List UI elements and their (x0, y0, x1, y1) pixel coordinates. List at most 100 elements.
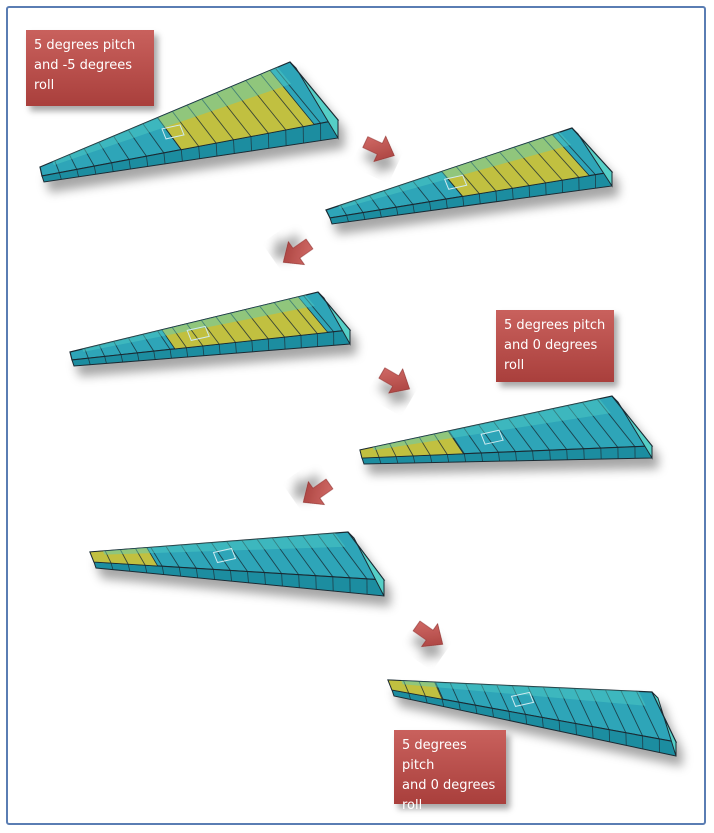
wing-rib-line (230, 570, 232, 582)
wing-rib-line (463, 453, 467, 462)
wing-sensor-panel (510, 691, 535, 707)
wing-highlight (338, 132, 572, 209)
wing-rib-line (445, 199, 448, 209)
label-1-line-2: and -5 degrees (34, 58, 133, 73)
wing-rib-line (478, 193, 481, 204)
wing-rib-line (128, 159, 131, 170)
wing-rib-line (491, 708, 494, 718)
wing-sensor-panel (186, 325, 210, 341)
wing-rib-line (541, 717, 544, 728)
wing-4 (359, 395, 654, 465)
wing-sensor-panel (212, 547, 237, 564)
arrow-shape (378, 367, 410, 394)
wing-rib-line (144, 565, 148, 574)
wing-rib-line (528, 185, 531, 198)
wing-2 (325, 127, 614, 225)
wing-rib-line (247, 571, 249, 583)
wing-rib-line (87, 358, 91, 365)
arrow-shape (282, 238, 314, 265)
wing-1 (39, 61, 340, 183)
wing-highlight (372, 398, 611, 451)
wing-root-cap (651, 691, 677, 757)
wing-rib-line (163, 152, 166, 164)
wing-rib-line (566, 449, 568, 460)
label-2-line-3: roll (504, 358, 525, 373)
flow-arrow-5 (412, 620, 444, 647)
wing-rib-line (412, 204, 415, 213)
wing-rib-line (104, 356, 107, 364)
wing-rib-line (498, 452, 500, 462)
wing-rib-line (362, 212, 366, 220)
arrow-shape (412, 620, 444, 647)
wing-rib-line (250, 136, 252, 151)
wing-rib-line (512, 188, 514, 200)
wing-rib-line (111, 162, 114, 172)
label-1-line-3: roll (34, 78, 55, 93)
wing-rib-line (429, 201, 432, 211)
wing-5 (89, 531, 386, 597)
wing-rib-line (180, 149, 183, 162)
wing-rib-line (462, 196, 465, 207)
wing-rib-line (441, 699, 445, 707)
wing-3 (69, 291, 352, 367)
wing-rib-line (429, 455, 433, 463)
label-3-line-2: and 0 degrees (402, 778, 496, 793)
wing-6 (387, 679, 678, 757)
wing-root-cap (289, 61, 339, 140)
wing-rib-line (93, 166, 97, 175)
wing-root-cap (317, 291, 351, 346)
wing-rib-line (458, 702, 461, 711)
wing-rib-line (137, 352, 140, 361)
wing-sensor-panel (444, 174, 468, 190)
wing-rib-line (549, 450, 551, 461)
wing-rib-line (233, 139, 235, 154)
wing-highlight (401, 680, 646, 706)
wing-rib-line (395, 207, 399, 216)
wing-rib-line (281, 573, 283, 587)
wing-rib-line (425, 696, 428, 704)
label-pitch-roll-1: 5 degrees pitch and -5 degrees roll (26, 30, 154, 106)
wing-rib-line (592, 726, 594, 739)
wing-rib-line (186, 347, 189, 357)
wing-rib-line (110, 562, 114, 570)
wings-layer (39, 61, 678, 757)
wing-rib-line (267, 338, 270, 351)
wing-rib-line (346, 215, 349, 222)
arrow-shape (302, 478, 334, 505)
wing-rib-line (169, 349, 172, 359)
wing-rib-line (120, 354, 124, 363)
wing-highlight (82, 295, 315, 352)
wing-rib-line (481, 453, 483, 462)
label-pitch-roll-2: 5 degrees pitch and 0 degrees roll (496, 310, 614, 382)
wing-rib-line (218, 344, 221, 355)
wing-rib-line (525, 714, 528, 725)
wing-highlight (52, 67, 292, 166)
wing-rib-line (379, 209, 382, 218)
wing-rib-line (412, 455, 416, 464)
wing-rib-line (59, 172, 62, 180)
wing-rib-line (146, 156, 149, 167)
arrow-shape (362, 135, 395, 163)
wing-rib-line (475, 705, 478, 714)
label-3-line-1: 5 degrees pitch (402, 738, 467, 773)
wing-rib-line (575, 723, 577, 735)
wing-rib-line (378, 457, 382, 464)
wing-rib-line (532, 450, 534, 461)
flow-arrow-2 (282, 238, 314, 265)
wing-rib-line (235, 342, 237, 354)
label-pitch-roll-3: 5 degrees pitch and 0 degrees roll (394, 730, 506, 813)
wing-rib-line (213, 569, 215, 580)
wing-root-cap (347, 531, 385, 597)
label-2-line-1: 5 degrees pitch (504, 318, 606, 333)
wing-rib-line (202, 345, 205, 356)
wing-rib-line (508, 711, 511, 721)
label-3-line-3: roll (402, 798, 423, 813)
wing-rib-line (251, 340, 253, 352)
wing-rib-line (195, 568, 199, 578)
wing-root-cap (571, 127, 613, 188)
wing-rib-line (153, 351, 156, 360)
wing-rib-line (446, 454, 450, 463)
wing-rib-line (198, 146, 201, 159)
wing-rib-line (76, 169, 79, 177)
wing-rib-line (161, 566, 165, 575)
